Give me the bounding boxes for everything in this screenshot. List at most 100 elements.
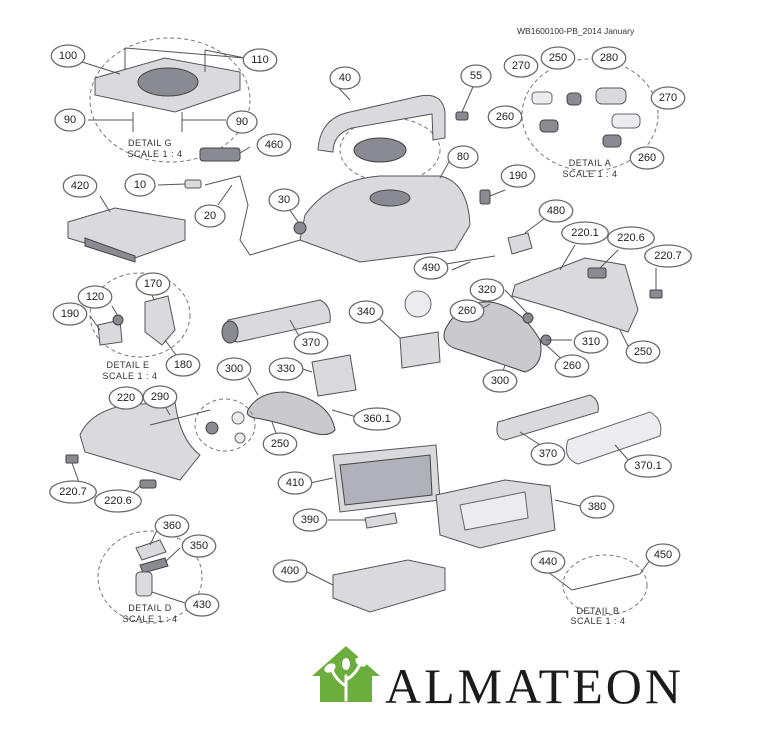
- detail-b-scale: SCALE 1 : 4: [570, 616, 625, 626]
- callout-label: 370: [302, 337, 320, 349]
- callout-label: 280: [600, 52, 618, 64]
- callout-circle: [447, 145, 479, 169]
- callout-circle: [625, 340, 661, 364]
- callout-circle: [293, 331, 329, 355]
- callout-label: 100: [59, 50, 77, 62]
- callout-label: 170: [144, 278, 162, 290]
- callout-490: 490: [413, 256, 449, 280]
- callout-circle: [469, 278, 505, 302]
- callout-circle: [262, 432, 298, 456]
- callout-label: 420: [71, 180, 89, 192]
- callout-circle: [216, 357, 252, 381]
- callout-label: 250: [549, 52, 567, 64]
- callout-190: 190: [500, 164, 536, 188]
- callout-label: 320: [478, 284, 496, 296]
- part-track-left: [246, 391, 336, 436]
- brand-name: ALMATEON: [385, 658, 684, 714]
- callout-circle: [348, 300, 384, 324]
- callout-circle: [460, 64, 492, 88]
- callout-circle: [561, 221, 609, 245]
- callout-220-7: 220.7: [49, 480, 97, 504]
- callout-label: 380: [588, 501, 606, 513]
- callout-label: 220.6: [617, 232, 645, 244]
- part-280: [595, 87, 627, 105]
- part-nut: [293, 221, 307, 235]
- callout-280: 280: [591, 46, 627, 70]
- callout-label: 220.6: [104, 495, 132, 507]
- part-side-panel: [79, 401, 201, 481]
- part-motor: [399, 331, 441, 369]
- detail-labels: DETAIL G SCALE 1 : 4 DETAIL A SCALE 1 : …: [102, 138, 625, 626]
- callout-label: 430: [193, 599, 211, 611]
- callout-90: 90: [226, 110, 258, 134]
- callout-label: 260: [563, 360, 581, 372]
- detail-e-ring: [89, 272, 191, 358]
- callout-circle: [503, 54, 539, 78]
- callout-label: 270: [512, 60, 530, 72]
- callout-circle: [500, 164, 536, 188]
- detail-g-scale: SCALE 1 : 4: [127, 149, 182, 159]
- part-480: [507, 232, 533, 255]
- callout-label: 250: [271, 438, 289, 450]
- callout-260: 260: [487, 105, 523, 129]
- part-gearbox: [311, 354, 357, 397]
- part-360: [135, 539, 167, 561]
- callout-480: 480: [538, 199, 574, 223]
- callout-350: 350: [181, 534, 217, 558]
- detail-g-ring: [89, 37, 251, 163]
- callout-circle: [184, 593, 220, 617]
- callout-300: 300: [216, 357, 252, 381]
- callout-circle: [50, 44, 86, 68]
- callout-label: 260: [458, 305, 476, 317]
- callout-label: 220.1: [571, 227, 599, 239]
- callout-label: 120: [86, 291, 104, 303]
- callout-circle: [644, 244, 692, 268]
- detail-e-scale: SCALE 1 : 4: [102, 371, 157, 381]
- callout-110: 110: [242, 48, 278, 72]
- part-120: [112, 314, 124, 326]
- callout-circle: [607, 226, 655, 250]
- callout-label: 55: [470, 70, 482, 82]
- callout-370-1: 370.1: [624, 454, 672, 478]
- callout-circle: [591, 46, 627, 70]
- part-connector: [199, 147, 241, 162]
- callout-label: 10: [134, 179, 146, 191]
- callout-circle: [62, 174, 98, 198]
- callout-label: 350: [190, 540, 208, 552]
- callout-circle: [154, 514, 190, 538]
- callout-label: 260: [638, 152, 656, 164]
- part-power-supply: [67, 207, 186, 259]
- callout-250: 250: [540, 46, 576, 70]
- callout-440: 440: [530, 550, 566, 574]
- callout-label: 220.7: [59, 486, 87, 498]
- brand-logo: ALMATEON: [312, 646, 684, 714]
- callout-label: 190: [61, 308, 79, 320]
- callout-circle: [268, 357, 304, 381]
- callout-270: 270: [650, 86, 686, 110]
- callout-label: 40: [339, 72, 351, 84]
- callout-220-6: 220.6: [94, 489, 142, 513]
- part-220-7-b: [65, 454, 79, 464]
- callout-label: 480: [547, 205, 565, 217]
- callout-circle: [482, 369, 518, 393]
- callout-label: 310: [582, 336, 600, 348]
- callout-220-1: 220.1: [561, 221, 609, 245]
- callout-label: 220: [117, 392, 135, 404]
- callout-10: 10: [124, 173, 156, 197]
- part-220-7-a: [649, 289, 663, 299]
- detail-e-title: DETAIL E: [106, 360, 149, 370]
- callout-90: 90: [54, 108, 86, 132]
- callout-450: 450: [645, 543, 681, 567]
- part-top-filter-detail: [353, 137, 407, 163]
- callout-circle: [256, 133, 292, 157]
- house-tree-icon: [312, 646, 380, 702]
- callout-320: 320: [469, 278, 505, 302]
- callout-circle: [277, 471, 313, 495]
- callout-circle: [413, 256, 449, 280]
- callout-370: 370: [530, 442, 566, 466]
- callout-290: 290: [142, 385, 178, 409]
- callout-label: 370: [539, 448, 557, 460]
- callout-circle: [573, 330, 609, 354]
- callout-circle: [272, 559, 308, 583]
